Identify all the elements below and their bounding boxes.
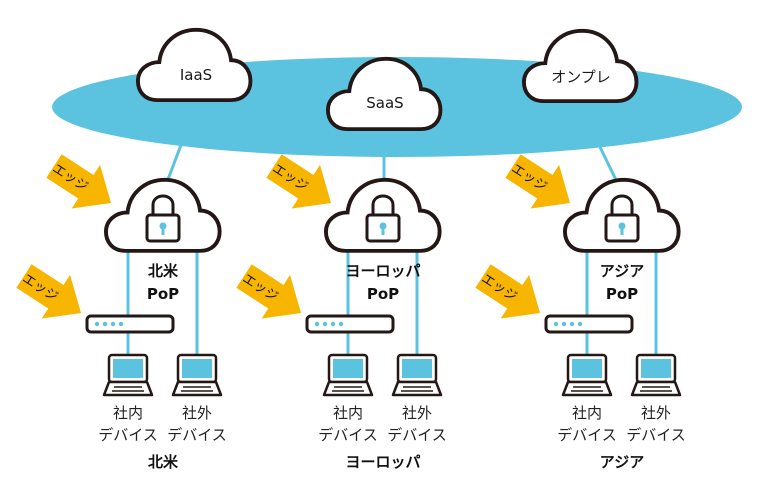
status-light-icon: [110, 321, 116, 327]
device-label-line2: デバイス: [387, 426, 447, 444]
edge-arrow-pop: エッジ: [46, 154, 112, 209]
device-label-line2: デバイス: [98, 426, 158, 444]
status-light-icon: [94, 321, 100, 327]
status-light-icon: [561, 321, 567, 327]
edge-arrow-icon: [505, 154, 571, 209]
region-name: アジア: [600, 453, 644, 471]
internal-laptop-icon: [561, 353, 613, 397]
uplink-lines: [165, 144, 618, 183]
device-label-line1: 社外: [641, 404, 671, 422]
external-laptop-icon: [171, 353, 223, 397]
status-light-icon: [338, 321, 344, 327]
external-laptop-icon: [630, 353, 682, 397]
edge-arrow-device: エッジ: [236, 264, 302, 319]
status-light-icon: [102, 321, 108, 327]
lock-icon: [604, 194, 640, 243]
uplink-asia: [598, 146, 618, 181]
device-label-line1: 社内: [572, 404, 602, 422]
service-cloud-iaas: [136, 27, 253, 103]
status-light-icon: [569, 321, 575, 327]
region-name: ヨーロッパ: [345, 453, 420, 471]
device-label-line1: 社外: [182, 404, 212, 422]
status-light-icon: [577, 321, 583, 327]
region-name: 北米: [148, 453, 179, 471]
status-light-icon: [553, 321, 559, 327]
device-label-line1: 社内: [333, 404, 363, 422]
uplink-north-america: [165, 144, 183, 183]
edge-arrow-device: エッジ: [475, 264, 541, 319]
edge-device: [85, 314, 175, 334]
status-light-icon: [322, 321, 328, 327]
edge-arrow-pop: エッジ: [266, 154, 332, 209]
status-light-icon: [314, 321, 320, 327]
edge-device: [544, 314, 634, 334]
pop-label-region: アジア: [600, 262, 644, 280]
lock-icon: [145, 194, 181, 243]
edge-arrow-icon: [16, 264, 82, 319]
service-cloud-onprem: [522, 28, 639, 104]
device-label-line1: 社外: [402, 404, 432, 422]
device-label-line2: デバイス: [557, 426, 617, 444]
status-light-icon: [330, 321, 336, 327]
pop-label-region: 北米: [148, 262, 179, 280]
edge-arrow-pop: エッジ: [505, 154, 571, 209]
lock-icon: [365, 194, 401, 243]
edge-arrow-icon: [475, 264, 541, 319]
pop-label-pop: PoP: [606, 285, 638, 303]
internal-laptop-icon: [322, 353, 374, 397]
edge-arrow-device: エッジ: [16, 264, 82, 319]
external-laptop-icon: [391, 353, 443, 397]
edge-device: [305, 314, 395, 334]
device-label-line2: デバイス: [167, 426, 227, 444]
pop-label-pop: PoP: [147, 285, 179, 303]
edge-arrow-icon: [266, 154, 332, 209]
status-light-icon: [118, 321, 124, 327]
internal-laptop-icon: [102, 353, 154, 397]
device-label-line2: デバイス: [626, 426, 686, 444]
pop-label-region: ヨーロッパ: [345, 262, 420, 280]
edge-arrow-icon: [236, 264, 302, 319]
pop-label-pop: PoP: [367, 285, 399, 303]
regions: 北米PoP社内デバイス社外デバイス北米エッジエッジヨーロッパPoP社内デバイス社…: [16, 154, 686, 471]
service-label-onprem: オンプレ: [551, 68, 611, 86]
device-label-line1: 社内: [113, 404, 143, 422]
service-label-saas: SaaS: [366, 94, 403, 112]
edge-arrow-icon: [46, 154, 112, 209]
device-label-line2: デバイス: [318, 426, 378, 444]
service-label-iaas: IaaS: [180, 66, 212, 84]
